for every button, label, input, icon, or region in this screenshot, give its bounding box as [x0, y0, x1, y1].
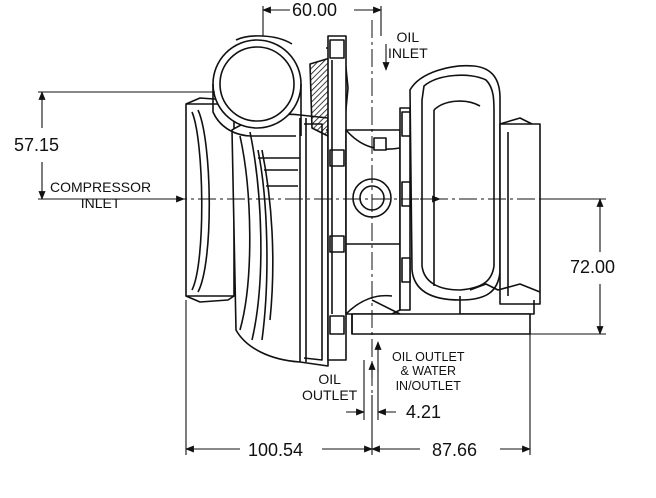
oil-outlet-label: OIL OUTLET — [302, 371, 358, 403]
compressor-inlet-housing — [185, 97, 235, 303]
turbine-housing — [409, 64, 501, 301]
center-section-body — [345, 129, 401, 315]
dim-right-height-label: 72.00 — [570, 257, 616, 277]
bearing-housing-plate — [327, 35, 347, 361]
dim-bottom-lengths — [185, 300, 531, 455]
dim-top-width — [262, 6, 382, 36]
oil-inlet-label: OIL INLET — [388, 29, 428, 61]
turbine-flange-plate — [399, 107, 411, 311]
dim-left-height-label: 57.15 — [14, 135, 60, 155]
turbine-outlet — [459, 117, 541, 315]
compressor-housing — [231, 113, 329, 367]
dim-top-width-label: 60.00 — [292, 0, 338, 20]
oil-outlet-water-label: OIL OUTLET & WATER IN/OUTLET — [392, 350, 465, 393]
dim-bottom-left-label: 100.54 — [248, 440, 304, 460]
dim-small-offset-label: 4.21 — [406, 402, 442, 422]
compressor-inlet-label: COMPRESSOR INLET — [50, 179, 152, 211]
dim-bottom-right-label: 87.66 — [432, 440, 478, 460]
dim-small-offset — [346, 360, 396, 420]
